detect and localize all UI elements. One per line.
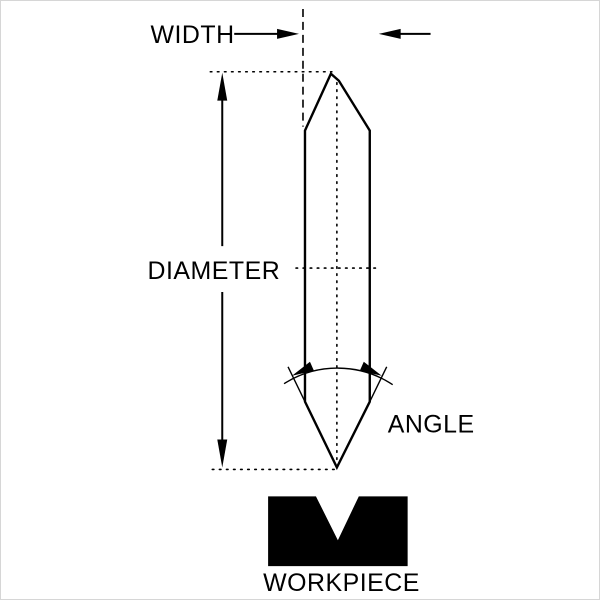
diameter-arrow-up-head	[217, 72, 228, 101]
angle-edge-extension-right	[369, 366, 388, 402]
grinding-wheel	[295, 71, 381, 471]
diameter-arrow-down-head	[217, 439, 228, 468]
angle-edge-extension-left	[287, 366, 306, 402]
workpiece-block	[268, 496, 408, 567]
angle-label: ANGLE	[388, 411, 475, 439]
construction-lines	[209, 8, 338, 471]
workpiece: WORKPIECE	[263, 496, 420, 597]
diameter-label: DIAMETER	[148, 257, 281, 285]
width-label: WIDTH	[151, 21, 235, 49]
angle-dimension: ANGLE	[283, 361, 475, 439]
width-arrow-right-head	[378, 28, 401, 39]
angle-arrow-right-head	[359, 361, 382, 376]
angle-arrow-left-head	[292, 361, 314, 376]
width-arrow-left-head	[277, 28, 300, 39]
angle-arc	[283, 367, 394, 386]
diameter-dimension: DIAMETER	[148, 72, 281, 468]
width-dimension: WIDTH	[151, 21, 431, 49]
workpiece-label: WORKPIECE	[263, 569, 420, 597]
